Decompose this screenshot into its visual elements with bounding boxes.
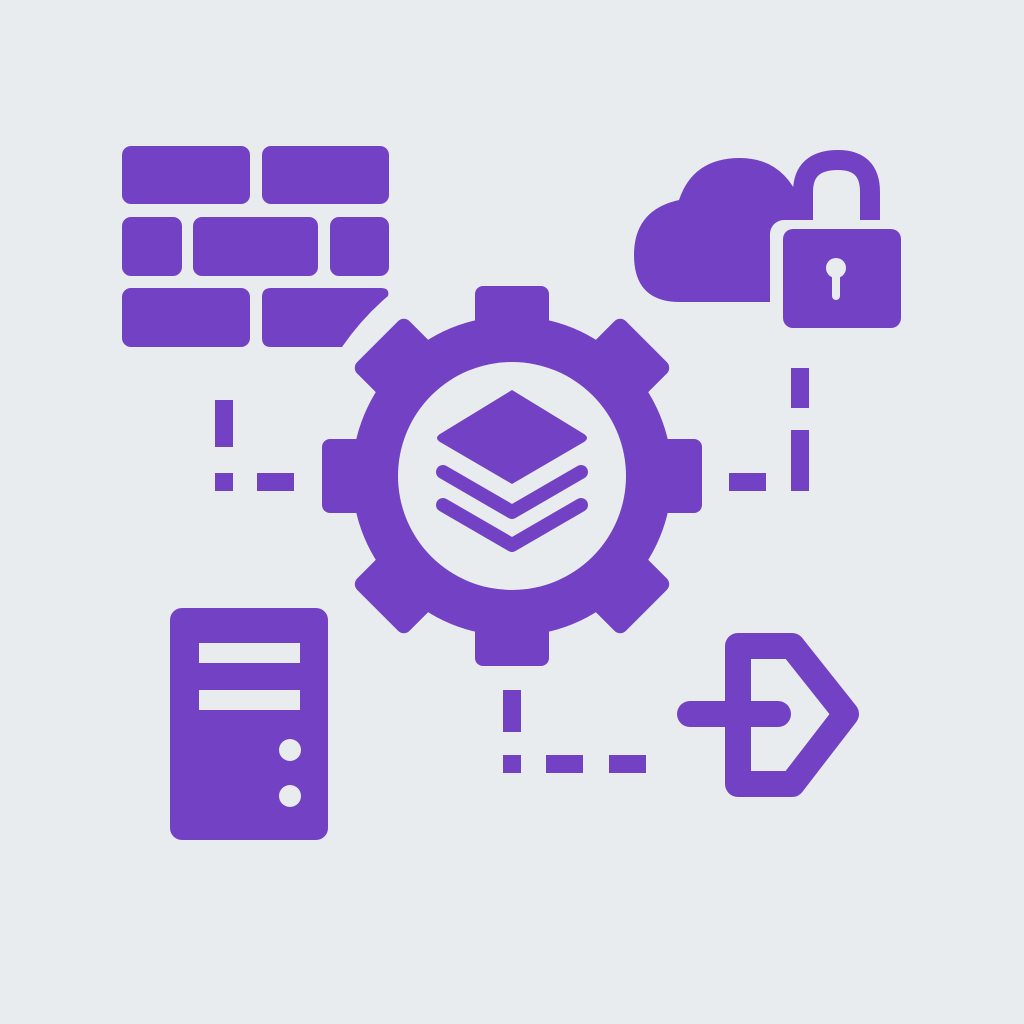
server-slot-1 [199, 643, 300, 663]
server-case [170, 608, 328, 840]
cloud-shape [634, 158, 800, 302]
connection-firewall-hub [215, 400, 294, 491]
cloud-lock-icon [634, 149, 914, 338]
server-slot-2 [199, 690, 300, 710]
keyhole-slot [832, 270, 840, 300]
plug-connector-icon [677, 633, 859, 797]
server-tower-icon [170, 608, 328, 840]
connection-hub-connector [503, 690, 646, 773]
server-led-2 [279, 785, 301, 807]
layer-top [437, 390, 587, 484]
connector-shell [725, 633, 859, 797]
gear-layers-icon [322, 286, 702, 666]
lock-body [783, 229, 901, 328]
server-led-1 [279, 739, 301, 761]
lock-shackle [793, 149, 880, 236]
connection-cloud-hub [729, 368, 809, 491]
layer-middle [436, 465, 588, 519]
keyhole [826, 258, 846, 278]
layer-bottom [436, 498, 588, 552]
brick-wall-icon [122, 146, 389, 347]
